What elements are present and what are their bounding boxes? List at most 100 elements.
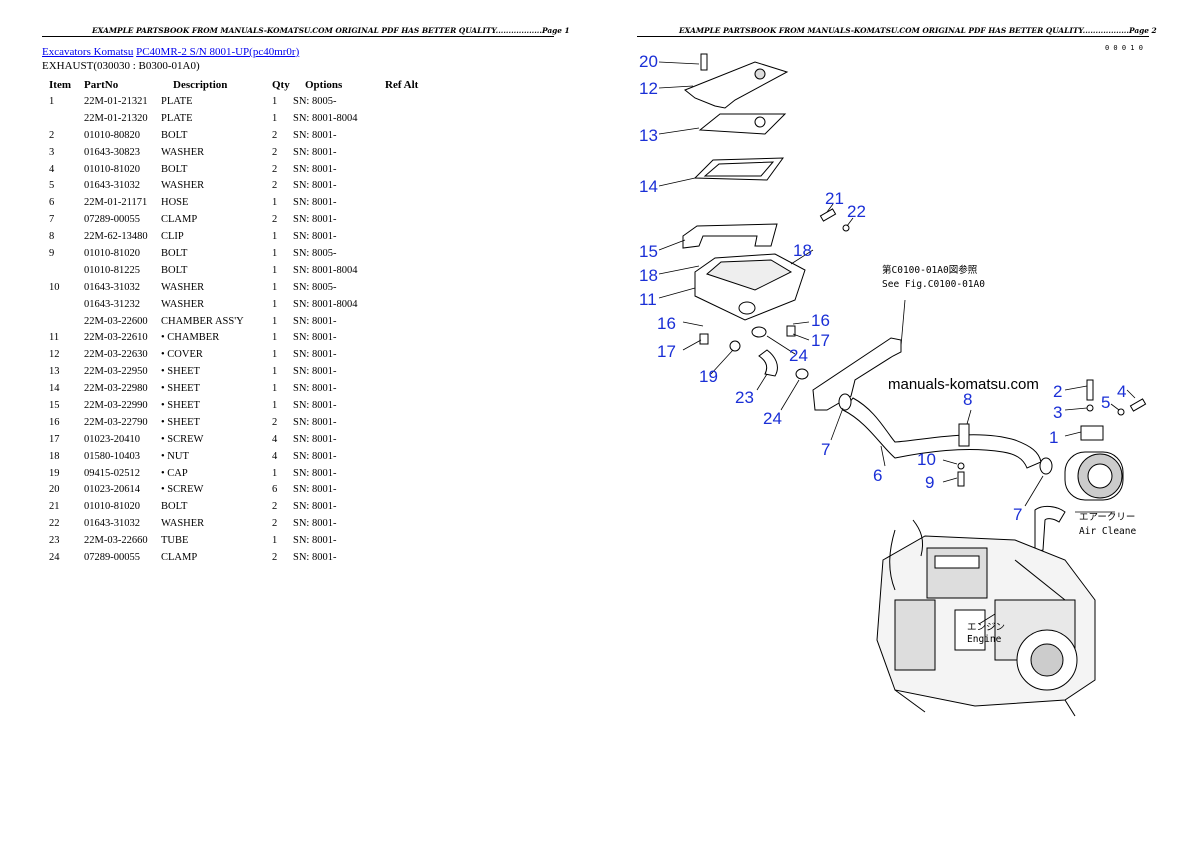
- cell-description: • CAP: [161, 467, 188, 479]
- parts-table: Item PartNo Description Qty Options Ref …: [42, 77, 435, 566]
- cell-qty: 1: [272, 315, 278, 327]
- breadcrumb-link-model[interactable]: PC40MR-2 S/N 8001-UP(pc40mr0r): [136, 46, 300, 58]
- cover-hole: [754, 68, 766, 80]
- cell-item: [42, 262, 84, 279]
- callout-12: 12: [639, 79, 658, 98]
- callout-7: 7: [821, 440, 830, 459]
- cell-qty: 2: [272, 551, 278, 563]
- cell-options: SN: 8001-: [293, 467, 337, 479]
- cell-options: SN: 8001-: [293, 383, 337, 395]
- cell-ref-alt: [385, 481, 435, 498]
- cell-ref-alt: [385, 313, 435, 330]
- cell-partno: 22M-03-22630: [84, 349, 148, 361]
- header-rule: [637, 36, 1149, 37]
- engine-label-jp: エンジン: [967, 622, 1005, 633]
- cell-item: 21: [49, 501, 60, 513]
- cell-qty: 1: [272, 281, 278, 293]
- cell-partno: 01643-31232: [84, 298, 140, 310]
- washer-5: [1117, 408, 1125, 416]
- cell-item: 2: [49, 129, 55, 141]
- cell-options: SN: 8001-: [293, 433, 337, 445]
- cell-item: 4: [49, 163, 55, 175]
- cell-partno: 22M-03-22600: [84, 315, 148, 327]
- callout-21: 21: [825, 189, 844, 208]
- cell-ref-alt: [385, 532, 435, 549]
- cell-partno: 22M-01-21321: [84, 95, 148, 107]
- leader-lines: [658, 61, 1136, 625]
- cell-item: 20: [49, 484, 60, 496]
- cell-item: 3: [49, 146, 55, 158]
- cell-qty: 1: [272, 197, 278, 209]
- cell-ref-alt: [385, 448, 435, 465]
- cell-description: CHAMBER ASS'Y: [161, 315, 244, 327]
- cell-item: 16: [49, 416, 60, 428]
- cell-qty: 2: [272, 501, 278, 513]
- cell-partno: 22M-03-22790: [84, 416, 148, 428]
- cell-options: SN: 8001-: [293, 501, 337, 513]
- cell-options: SN: 8001-: [293, 180, 337, 192]
- callout-labels: 20 12 13 14 15 18 11 16 17 19 21 22 18 1…: [639, 52, 1126, 524]
- callout-19: 19: [699, 367, 718, 386]
- cell-description: • COVER: [161, 349, 203, 361]
- screw-17-right: [786, 325, 796, 337]
- bolt-4: [1129, 398, 1147, 412]
- cell-partno: 01010-81020: [84, 501, 140, 513]
- clip-8: [958, 423, 970, 447]
- cell-partno: 01010-81020: [84, 163, 140, 175]
- page-header: EXAMPLE PARTSBOOK FROM MANUALS-KOMATSU.C…: [92, 26, 570, 35]
- mounting-bracket: [812, 337, 902, 411]
- cell-description: BOLT: [161, 247, 188, 259]
- breadcrumb: Excavators Komatsu PC40MR-2 S/N 8001-UP(…: [42, 46, 299, 58]
- cell-partno: 22M-01-21171: [84, 197, 148, 209]
- cell-ref-alt: [385, 245, 435, 262]
- cell-partno: 22M-03-22610: [84, 332, 148, 344]
- cell-partno: 07289-00055: [84, 551, 140, 563]
- figure-code: 0 0 0 1 0: [1105, 44, 1143, 52]
- cell-qty: 2: [272, 416, 278, 428]
- cell-item: 14: [49, 383, 60, 395]
- cell-item: [42, 110, 84, 127]
- cell-description: • CHAMBER: [161, 332, 220, 344]
- cell-partno: 01643-31032: [84, 180, 140, 192]
- cell-qty: 2: [272, 146, 278, 158]
- air-cleaner-label-en: Air Cleane: [1079, 526, 1136, 537]
- cell-options: SN: 8001-: [293, 146, 337, 158]
- clamp-7: [1039, 457, 1053, 475]
- cell-options: SN: 8001-: [293, 129, 337, 141]
- cell-options: SN: 8005-: [293, 247, 337, 259]
- callout-7-lower: 7: [1013, 505, 1022, 524]
- cell-qty: 1: [272, 264, 278, 276]
- cell-qty: 1: [272, 332, 278, 344]
- cell-ref-alt: [385, 414, 435, 431]
- cell-description: BOLT: [161, 163, 188, 175]
- cell-item: 1: [49, 95, 55, 107]
- cell-partno: 22M-01-21320: [84, 112, 148, 124]
- table-row: 21 01010-81020 BOLT 2 SN: 8001-: [42, 498, 435, 515]
- callout-5: 5: [1101, 393, 1110, 412]
- callout-18-right: 18: [793, 241, 812, 260]
- cell-ref-alt: [385, 380, 435, 397]
- cell-qty: 4: [272, 433, 278, 445]
- cell-description: BOLT: [161, 501, 188, 513]
- cell-item: 6: [49, 197, 55, 209]
- sheet-15: [682, 223, 778, 249]
- cell-partno: 01010-81225: [84, 264, 140, 276]
- cell-partno: 22M-03-22990: [84, 399, 148, 411]
- column-header-options: Options: [305, 79, 343, 91]
- cell-ref-alt: [385, 127, 435, 144]
- cell-options: SN: 8001-: [293, 231, 337, 243]
- exploded-parts-diagram: 20 12 13 14 15 18 11 16 17 19 21 22 18 1…: [639, 44, 1147, 717]
- callout-10: 10: [917, 450, 936, 469]
- callout-20: 20: [639, 52, 658, 71]
- cell-partno: 07289-00055: [84, 214, 140, 226]
- callout-3: 3: [1053, 403, 1062, 422]
- cell-partno: 22M-03-22660: [84, 535, 148, 547]
- breadcrumb-link-excavators[interactable]: Excavators Komatsu: [42, 46, 134, 58]
- column-header-item: Item: [49, 79, 71, 91]
- cell-description: CLAMP: [161, 214, 198, 226]
